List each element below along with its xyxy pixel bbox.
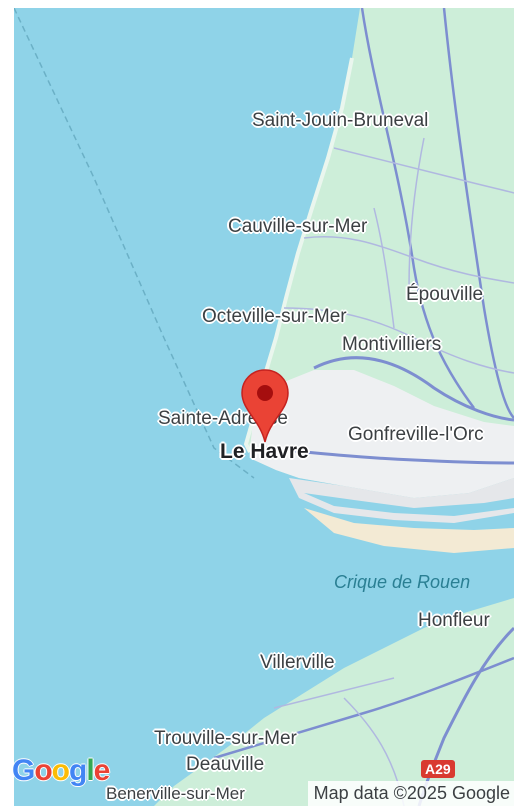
label-octeville-sur-mer: Octeville-sur-Mer: [202, 306, 347, 327]
logo-letter: o: [34, 754, 52, 787]
map-pin-icon[interactable]: [240, 368, 290, 444]
map-base-layer: [14, 8, 514, 806]
logo-letter: G: [12, 754, 35, 787]
label-honfleur: Honfleur: [418, 610, 490, 631]
logo-letter: o: [51, 754, 70, 787]
google-logo[interactable]: Google: [12, 754, 111, 787]
label-gonfreville-lorc: Gonfreville-l'Orc: [348, 424, 484, 445]
logo-letter: e: [93, 754, 111, 787]
label-villerville: Villerville: [260, 652, 335, 673]
label-montivilliers: Montivilliers: [342, 334, 442, 355]
label-trouville-sur-mer: Trouville-sur-Mer: [154, 728, 297, 749]
logo-letter: l: [86, 754, 94, 787]
label-deauville: Deauville: [186, 754, 265, 775]
label-saint-jouin-bruneval: Saint-Jouin-Bruneval: [252, 110, 429, 131]
road-shield-a29: A29: [421, 760, 455, 778]
label-le-havre: Le Havre: [220, 440, 309, 463]
logo-letter: g: [69, 754, 87, 787]
label-crique-de-rouen: Crique de Rouen: [334, 572, 471, 592]
label-epouville: Épouville: [406, 284, 484, 305]
map-view[interactable]: Saint-Jouin-Bruneval Cauville-sur-Mer Ép…: [14, 8, 514, 806]
map-attribution[interactable]: Map data ©2025 Google: [307, 781, 514, 806]
label-benerville-sur-mer: Benerville-sur-Mer: [106, 784, 245, 803]
label-cauville-sur-mer: Cauville-sur-Mer: [228, 216, 368, 237]
